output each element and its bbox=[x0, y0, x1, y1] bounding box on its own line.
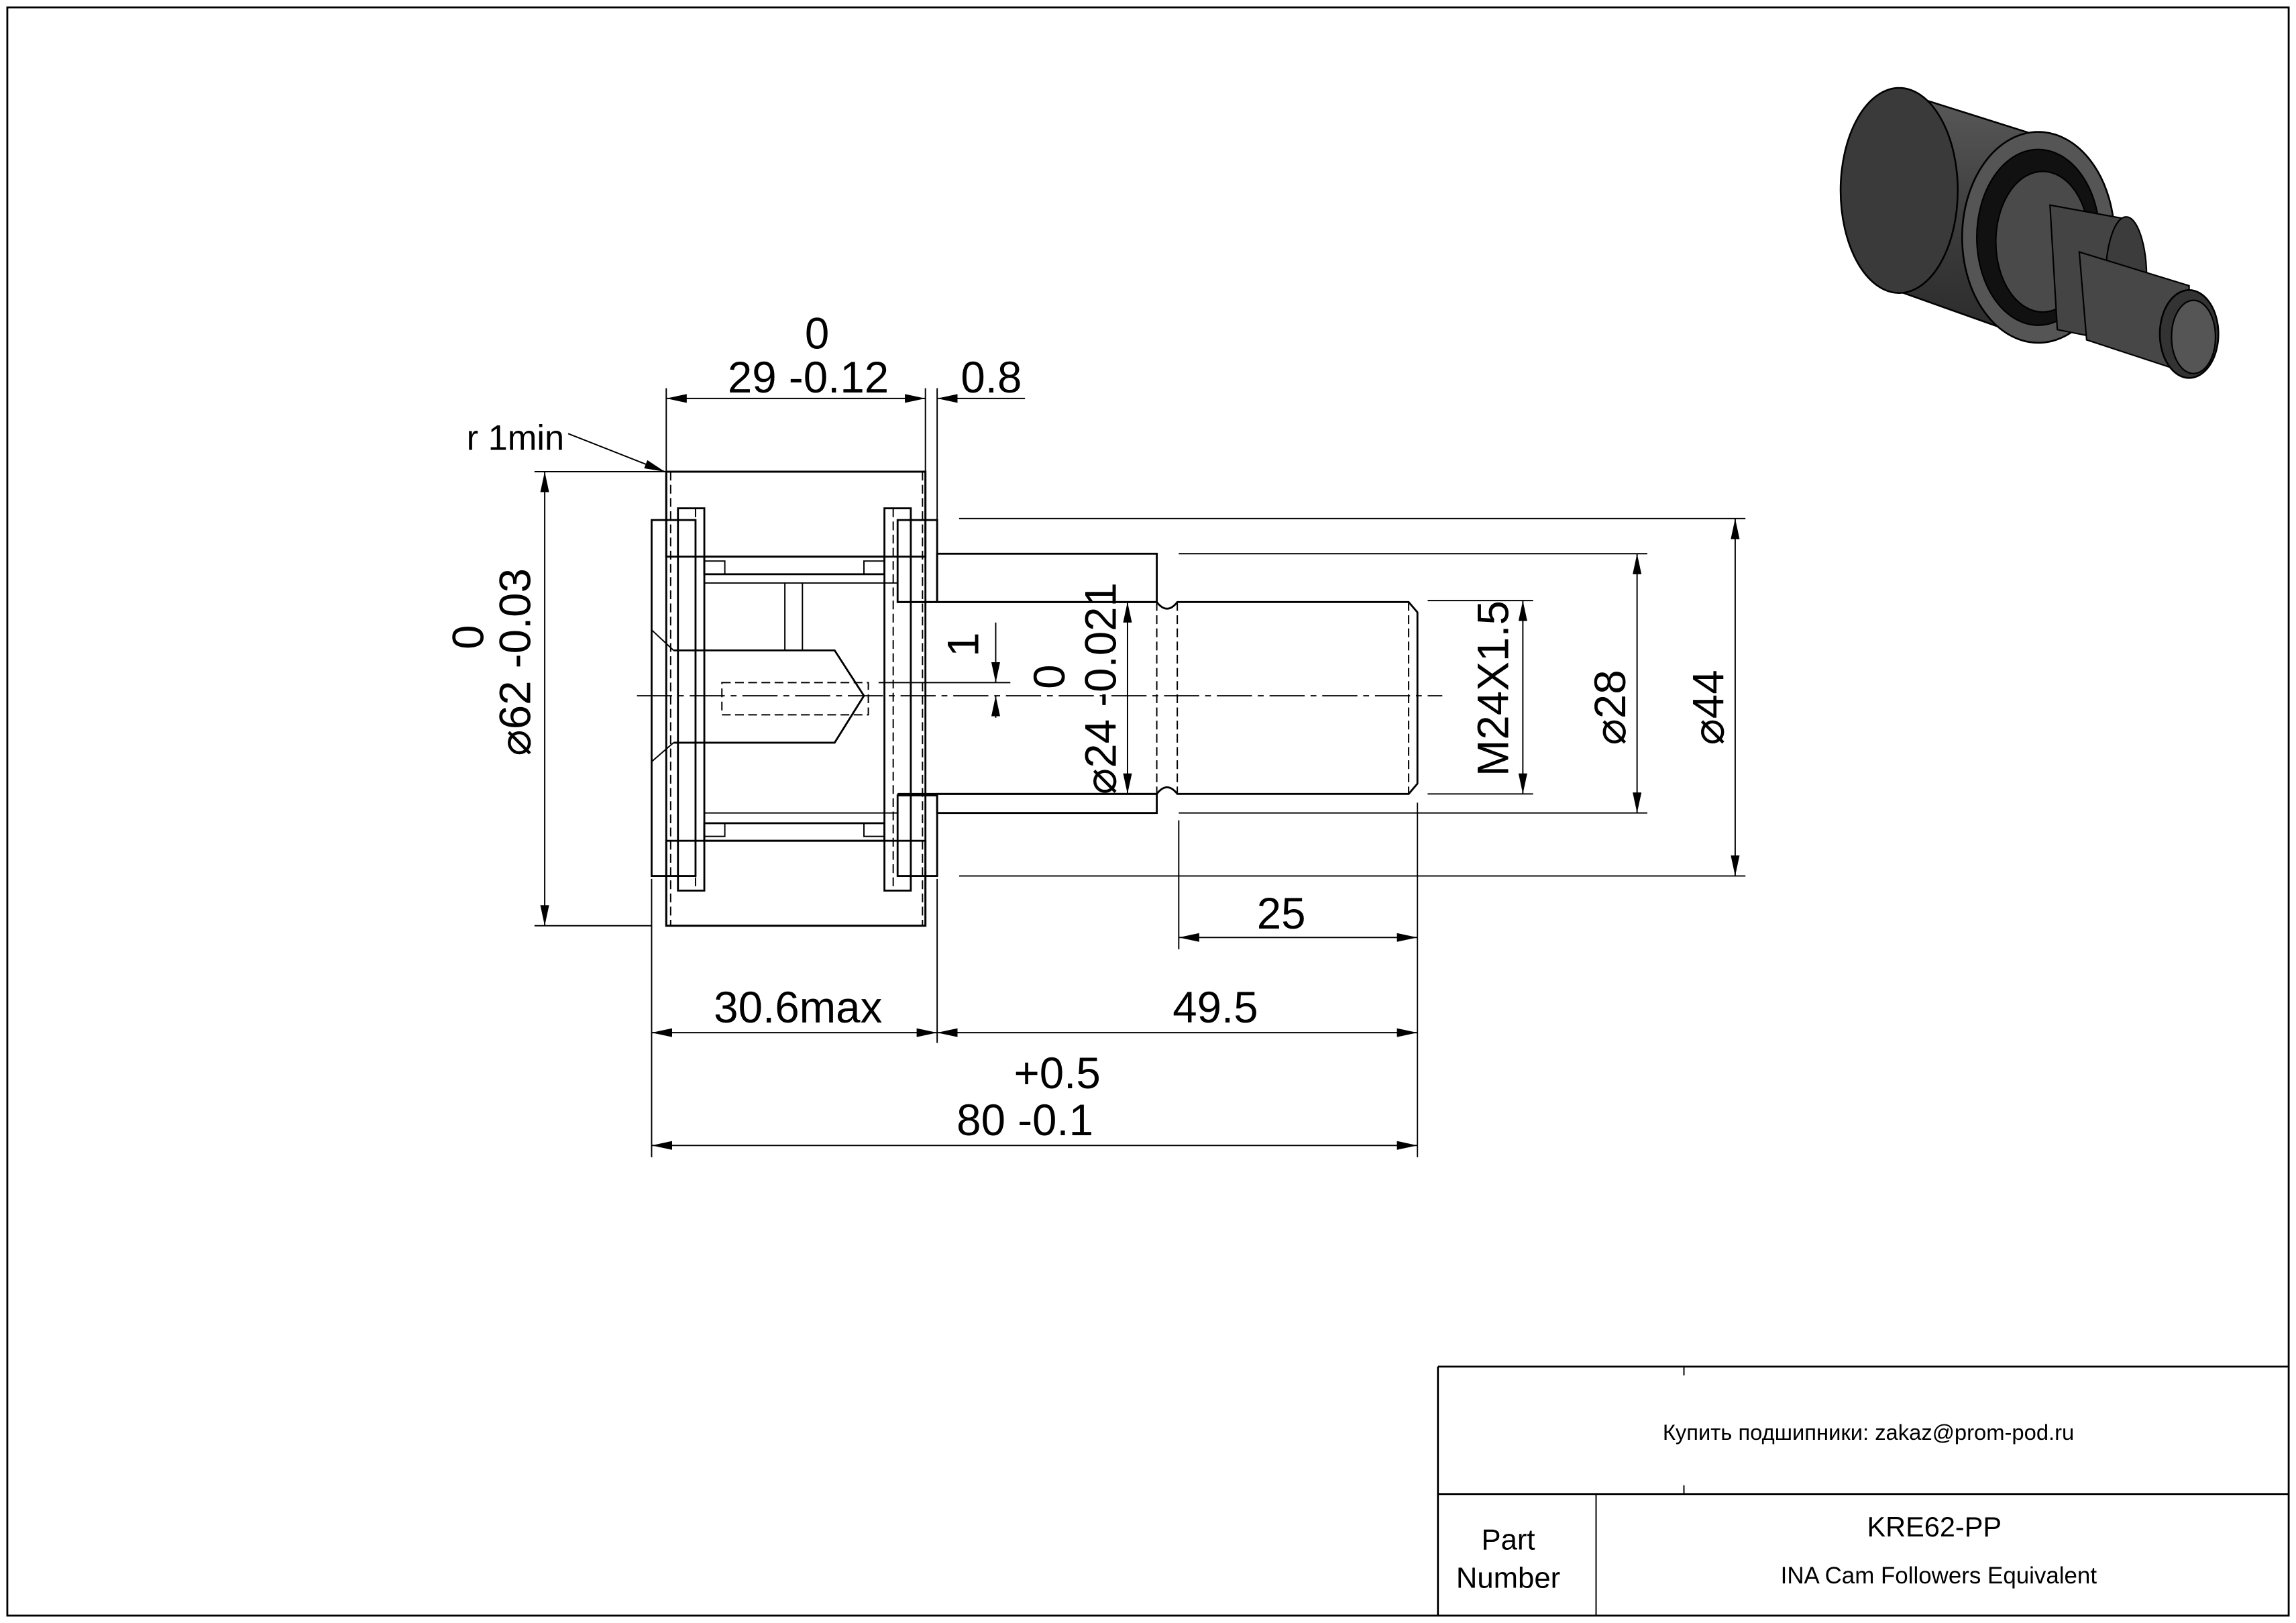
dim-offset: 1 bbox=[938, 632, 987, 656]
dim-thread: M24X1.5 bbox=[1469, 600, 1518, 776]
title-block: Купить подшипники: zakaz@prom-pod.ru Par… bbox=[1437, 1365, 2289, 1616]
section-view bbox=[637, 470, 1443, 927]
part-number: KRE62-PP bbox=[1867, 1511, 2002, 1542]
dim-stud-dia-tol: 0 bbox=[1025, 664, 1074, 688]
part-label: Part bbox=[1481, 1524, 1535, 1557]
dim-width-tol: 0 bbox=[805, 309, 829, 358]
dim-shoulder-dia: ⌀28 bbox=[1586, 670, 1635, 745]
dim-thread-length: 25 bbox=[1257, 889, 1306, 938]
dimension-texts: 0 29 -0.12 0.8 r 1min 0 ⌀62 -0.03 0 ⌀24 … bbox=[443, 309, 1733, 1145]
dim-total-length: 80 -0.1 bbox=[956, 1096, 1093, 1145]
3d-render bbox=[1839, 87, 2220, 379]
dim-stud-length: 49.5 bbox=[1172, 983, 1258, 1032]
dim-head-length: 30.6max bbox=[714, 983, 882, 1032]
dim-width: 29 -0.12 bbox=[728, 353, 889, 402]
dim-outer-dia-tol: 0 bbox=[443, 625, 492, 649]
dim-radius: r 1min bbox=[467, 419, 565, 458]
dimension-lines bbox=[534, 388, 1746, 1157]
dim-stud-dia: ⌀24 -0.021 bbox=[1076, 582, 1125, 794]
part-description: INA Cam Followers Equivalent bbox=[1781, 1563, 2097, 1589]
dim-outer-dia: ⌀62 -0.03 bbox=[490, 568, 539, 756]
contact-text: Купить подшипники: zakaz@prom-pod.ru bbox=[1663, 1420, 2074, 1445]
dim-total-tol: +0.5 bbox=[1014, 1049, 1101, 1098]
dim-flange-dia: ⌀44 bbox=[1684, 670, 1733, 745]
number-label: Number bbox=[1456, 1562, 1560, 1595]
dim-gap: 0.8 bbox=[961, 353, 1022, 402]
sheet-border bbox=[6, 6, 2290, 1617]
